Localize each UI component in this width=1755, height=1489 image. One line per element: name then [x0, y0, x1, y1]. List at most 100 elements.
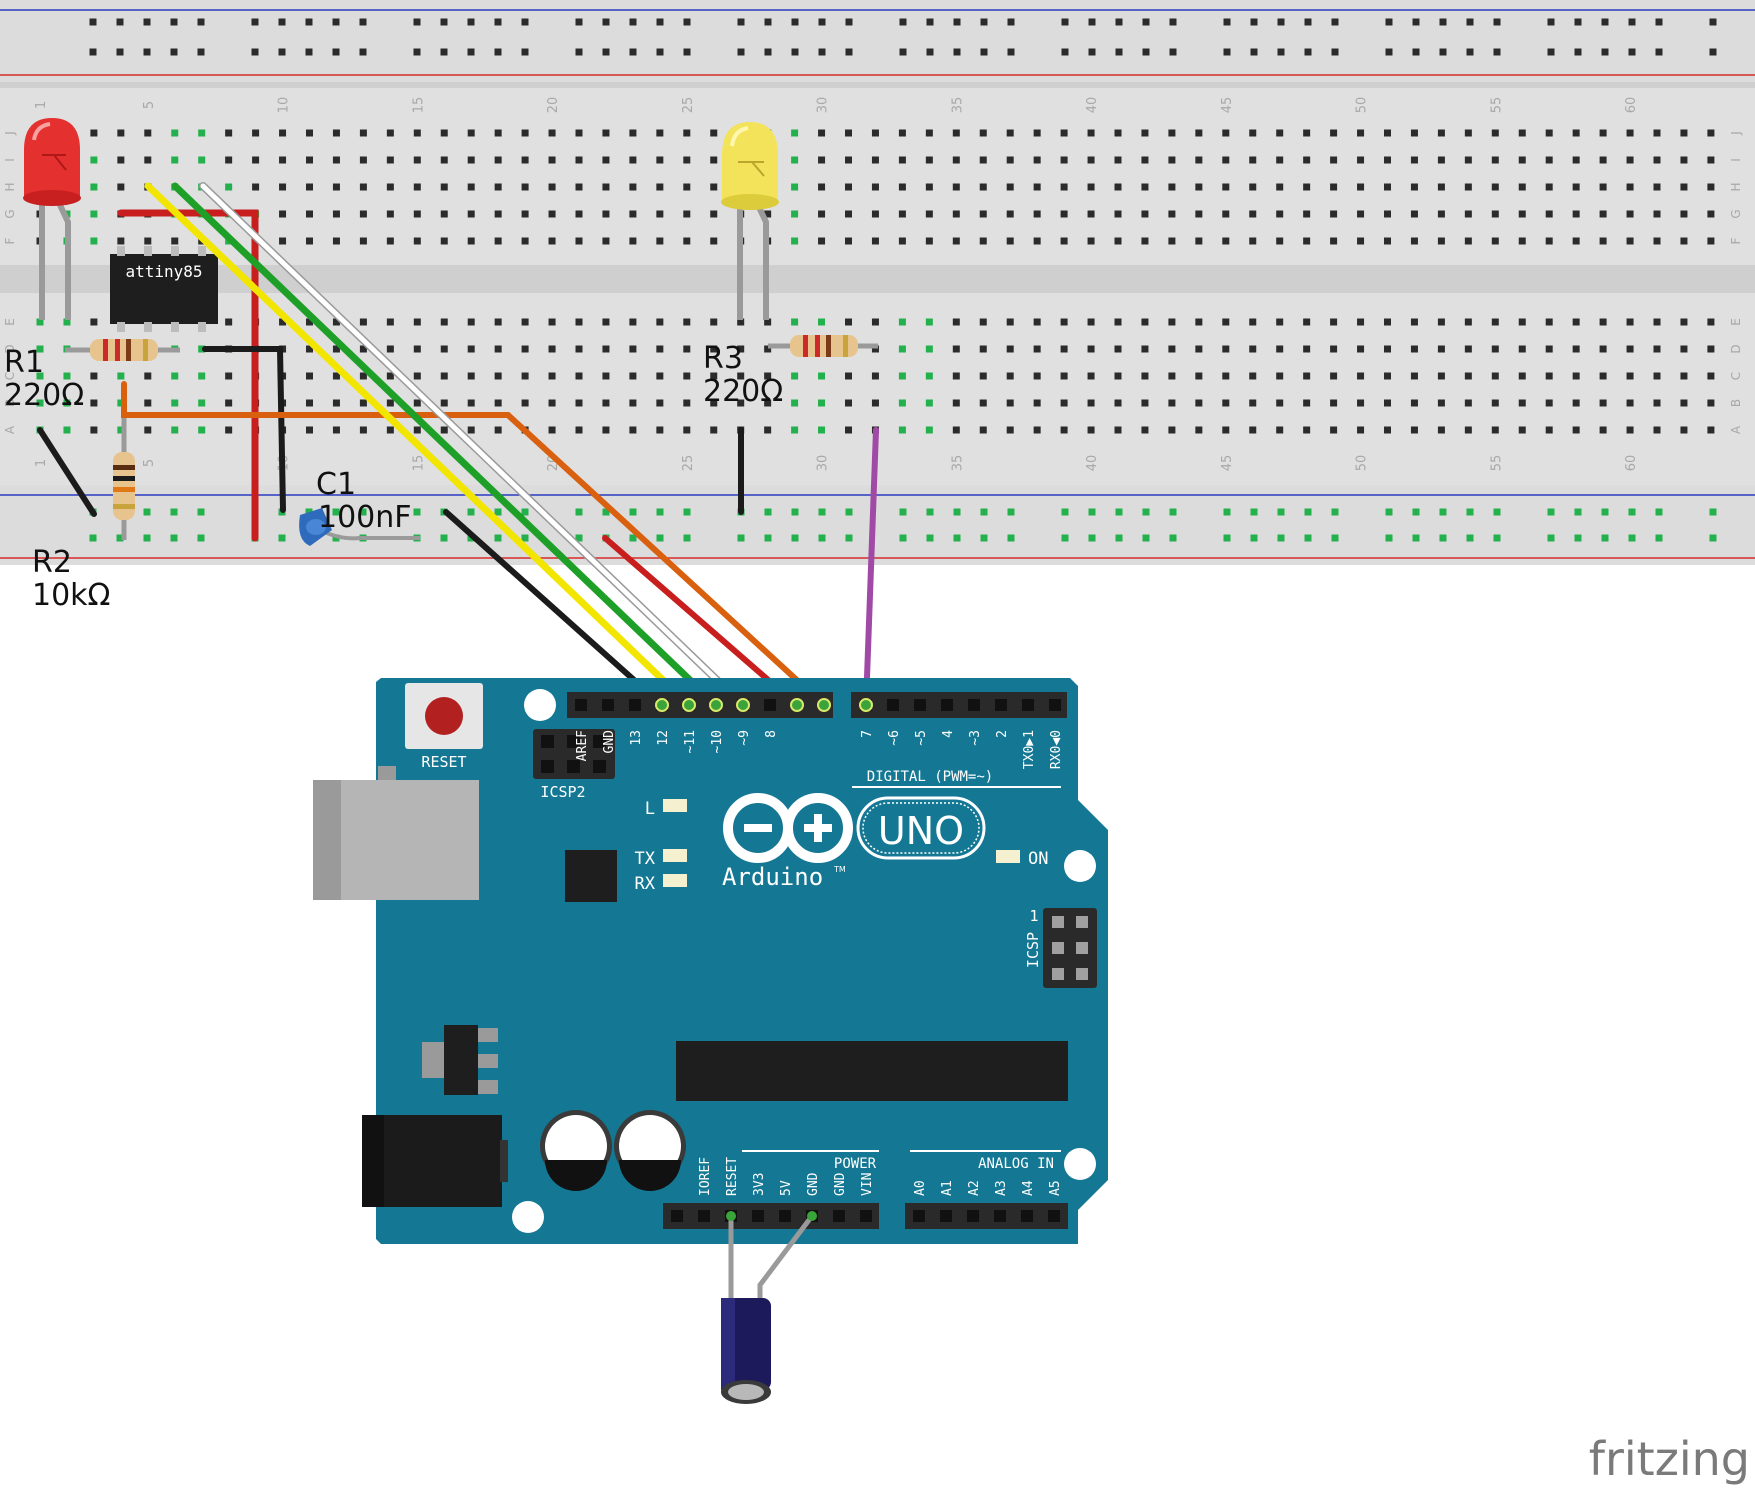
breadboard-hole [386, 237, 394, 245]
breadboard-hole [1680, 372, 1688, 380]
column-number: 45 [1220, 455, 1235, 472]
rail-hole [575, 534, 583, 542]
breadboard-hole [413, 210, 421, 218]
breadboard-hole [898, 237, 906, 245]
breadboard-hole [1195, 426, 1203, 434]
breadboard-hole [117, 399, 125, 407]
breadboard-hole [764, 345, 772, 353]
breadboard-hole [1437, 129, 1445, 137]
rail-hole [1223, 18, 1231, 26]
attiny85-chip: attiny85 [110, 246, 218, 332]
breadboard-hole [1384, 237, 1391, 245]
breadboard-hole [1006, 399, 1014, 407]
rail-hole [575, 18, 583, 26]
breadboard-hole [1114, 345, 1122, 353]
breadboard-hole [1626, 426, 1634, 434]
breadboard-hole [306, 237, 313, 245]
breadboard-hole [629, 183, 637, 191]
breadboard-hole [1006, 426, 1014, 434]
breadboard-hole [818, 183, 826, 191]
breadboard-hole [332, 372, 340, 380]
breadboard-hole [1491, 156, 1499, 164]
rail-hole [1088, 508, 1096, 516]
row-letter: D [3, 344, 17, 353]
breadboard-hole [1437, 210, 1445, 218]
header-pin [1048, 1210, 1060, 1222]
breadboard-hole [898, 129, 906, 137]
breadboard-hole [1599, 183, 1607, 191]
breadboard-hole [575, 318, 583, 326]
black-jumper-wire-r2 [37, 427, 97, 517]
row-letter: C [3, 372, 17, 380]
breadboard-hole [1222, 399, 1230, 407]
breadboard-hole [198, 345, 206, 353]
breadboard-hole [1168, 318, 1176, 326]
r2-name: R2 [32, 545, 72, 580]
breadboard-hole [845, 399, 852, 407]
breadboard-hole [737, 345, 745, 353]
breadboard-hole [332, 399, 340, 407]
breadboard-hole [494, 237, 502, 245]
breadboard-hole [1410, 237, 1418, 245]
breadboard-hole [332, 129, 340, 137]
rail-hole [629, 508, 637, 516]
breadboard-hole [413, 183, 421, 191]
breadboard-hole [1626, 156, 1634, 164]
breadboard-hole [1276, 399, 1284, 407]
breadboard-hole [871, 156, 879, 164]
rail-hole [251, 48, 259, 56]
row-letter: F [3, 237, 17, 244]
breadboard-hole [1357, 372, 1365, 380]
breadboard-hole [306, 399, 313, 407]
breadboard-hole [737, 372, 745, 380]
c1-name: C1 [316, 467, 356, 502]
power-pin-label: GND [806, 1172, 821, 1196]
breadboard-hole [1707, 399, 1715, 407]
breadboard-hole [1060, 210, 1068, 218]
breadboard-hole [656, 426, 664, 434]
breadboard-hole [144, 129, 152, 137]
breadboard-hole [764, 372, 772, 380]
rail-hole [926, 18, 934, 26]
breadboard-hole [979, 183, 987, 191]
breadboard-hole [117, 156, 125, 164]
breadboard-hole [952, 210, 960, 218]
breadboard-hole [683, 426, 691, 434]
rail-hole [764, 508, 772, 516]
breadboard-hole [1033, 156, 1041, 164]
breadboard-hole [952, 372, 960, 380]
rail-hole [1331, 508, 1339, 516]
breadboard-hole [1653, 372, 1661, 380]
rail-hole [1466, 508, 1474, 516]
rail-hole [1412, 508, 1420, 516]
top-power-rail-area [0, 0, 1755, 82]
breadboard-hole [952, 426, 960, 434]
breadboard-hole [1330, 156, 1338, 164]
rail-hole [143, 48, 151, 56]
header-pin [1049, 699, 1061, 711]
breadboard-hole [1330, 318, 1338, 326]
breadboard-hole [845, 237, 852, 245]
breadboard-hole [117, 426, 125, 434]
rail-hole [791, 534, 799, 542]
rail-hole [1385, 534, 1393, 542]
column-number: 30 [816, 455, 831, 472]
capacitor-c1 [299, 508, 420, 546]
breadboard-hole [467, 426, 475, 434]
breadboard-hole [871, 372, 879, 380]
breadboard-hole [1410, 318, 1418, 326]
breadboard-hole [1491, 237, 1499, 245]
breadboard-hole [925, 129, 933, 137]
rail-hole [629, 534, 637, 542]
breadboard-hole [656, 183, 664, 191]
r3-name: R3 [703, 341, 743, 376]
rail-hole [656, 18, 664, 26]
breadboard-hole [1707, 318, 1715, 326]
breadboard-hole [952, 237, 960, 245]
breadboard-hole [1168, 426, 1176, 434]
breadboard-hole [413, 345, 421, 353]
column-number: 35 [950, 455, 965, 472]
led-rx [663, 874, 687, 887]
rail-hole [332, 18, 340, 26]
